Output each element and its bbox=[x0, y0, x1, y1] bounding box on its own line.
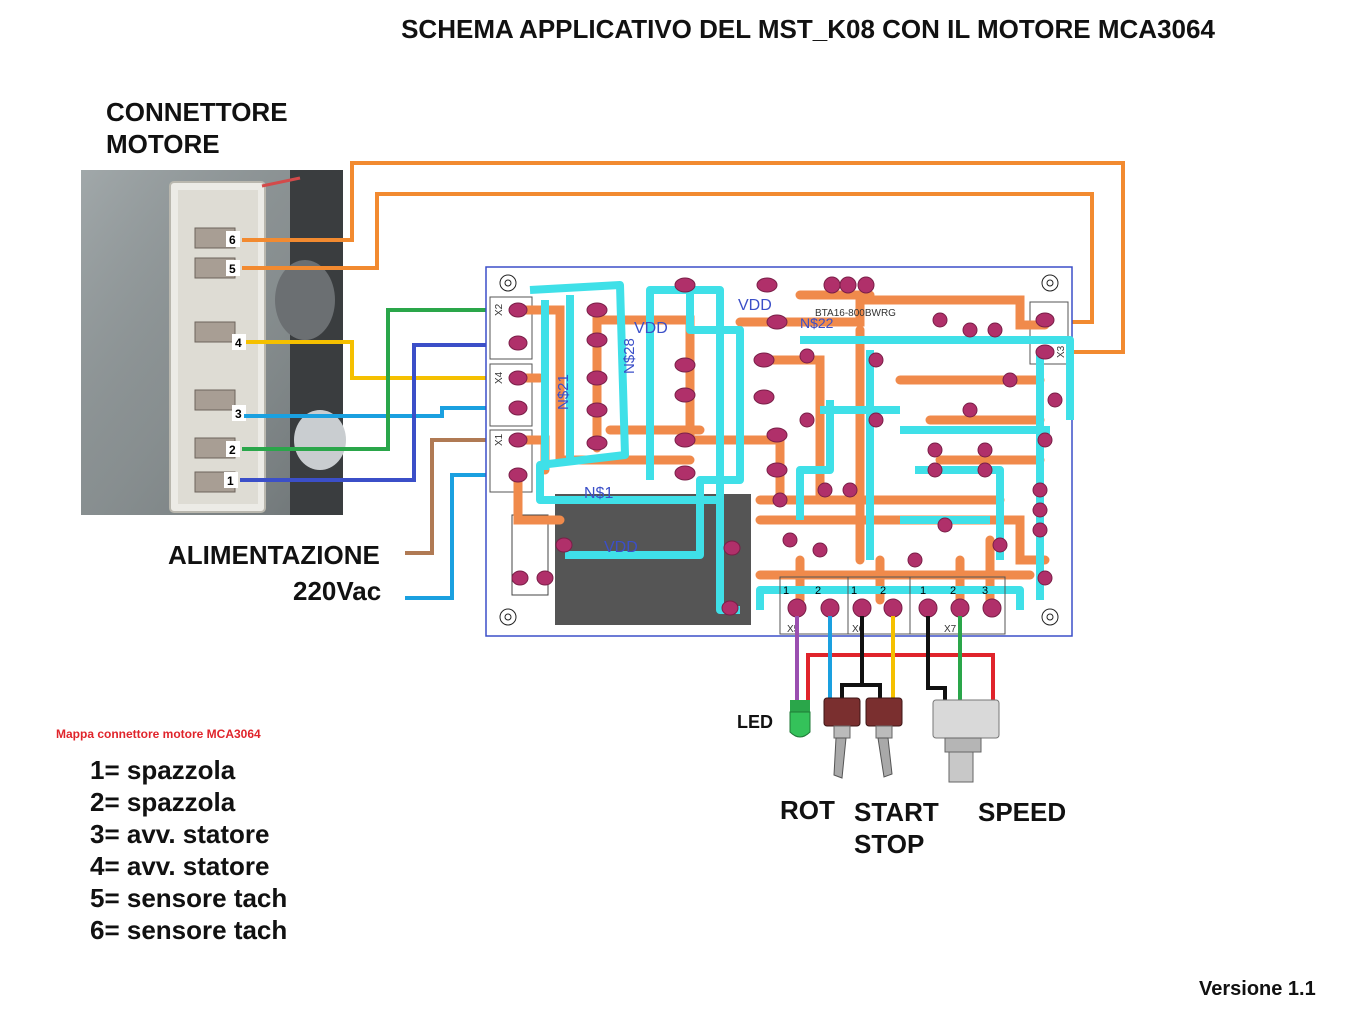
label-ns21: N$21 bbox=[555, 374, 572, 410]
speed-potentiometer-icon bbox=[932, 699, 1000, 783]
motor-wires bbox=[240, 161, 1125, 600]
start-stop-label: START STOP bbox=[854, 796, 939, 860]
terminal-num-x6-1: 1 bbox=[851, 585, 857, 597]
pcb-board: VDD VDD VDD N$1 N$22 N$21 N$28 BTA16-800… bbox=[485, 266, 1074, 637]
terminal-num-x6-2: 2 bbox=[880, 585, 886, 597]
map-item-2: 2= spazzola bbox=[90, 787, 236, 817]
label-x4: X4 bbox=[494, 371, 505, 384]
label-vdd-1: VDD bbox=[634, 320, 668, 337]
connector-heading-line1: CONNETTORE bbox=[106, 97, 288, 127]
map-item-6: 6= sensore tach bbox=[90, 915, 288, 945]
control-wires bbox=[795, 616, 995, 700]
label-x1: X1 bbox=[494, 433, 505, 446]
pin-5-label: 5 bbox=[229, 262, 236, 276]
power-label-line2: 220Vac bbox=[293, 576, 382, 606]
pin-4-label: 4 bbox=[235, 336, 242, 350]
wire-power-brown bbox=[405, 438, 500, 555]
terminal-num-x5-1: 1 bbox=[783, 585, 789, 597]
page-title: SCHEMA APPLICATIVO DEL MST_K08 CON IL MO… bbox=[401, 14, 1215, 44]
power-label-line1: ALIMENTAZIONE bbox=[168, 540, 380, 570]
board-labels: VDD VDD VDD N$1 N$22 N$21 N$28 BTA16-800… bbox=[555, 297, 896, 556]
terminal-num-x7-1: 1 bbox=[920, 585, 926, 597]
map-item-3: 3= avv. statore bbox=[90, 819, 270, 849]
version-label: Versione 1.1 bbox=[1199, 978, 1316, 1000]
pin-2-label: 2 bbox=[229, 443, 236, 457]
label-x6: X6 bbox=[852, 624, 865, 635]
wire-red bbox=[806, 653, 995, 700]
bottom-terminals: 1 2 1 2 1 2 3 bbox=[779, 576, 1006, 635]
connector-heading: CONNETTORE MOTORE bbox=[106, 96, 288, 160]
pin-3-label: 3 bbox=[235, 407, 242, 421]
label-x5: X5 bbox=[787, 624, 800, 635]
wire-pin4-yellow bbox=[246, 340, 500, 380]
label-x7: X7 bbox=[944, 624, 957, 635]
connector-pin-labels: 6 5 4 3 2 1 bbox=[224, 231, 246, 488]
label-vdd-2: VDD bbox=[738, 297, 772, 314]
label-vdd-3: VDD bbox=[604, 539, 638, 556]
connector-ids: X2 X4 X1 X3 X5 X6 X7 bbox=[494, 303, 1067, 635]
label-ns28: N$28 bbox=[621, 338, 638, 374]
wire-pin3-blue bbox=[244, 406, 500, 418]
terminal-num-x5-2: 2 bbox=[815, 585, 821, 597]
label-x3: X3 bbox=[1056, 345, 1067, 358]
led-icon bbox=[789, 700, 811, 738]
label-bta: BTA16-800BWRG bbox=[815, 308, 896, 319]
led-label: LED bbox=[737, 712, 773, 732]
wire-pin1-blue bbox=[240, 343, 500, 482]
cyan-traces bbox=[529, 281, 1074, 614]
start-stop-switch-icon bbox=[865, 697, 903, 778]
wire-pin5-orange bbox=[242, 192, 1094, 324]
stop-label: STOP bbox=[854, 829, 925, 859]
wire-pin6-orange bbox=[242, 161, 1125, 354]
rot-switch-icon bbox=[823, 697, 861, 779]
rot-label: ROT bbox=[780, 795, 835, 825]
connector-photo bbox=[81, 170, 346, 515]
wire-pot-black bbox=[926, 616, 947, 700]
map-title: Mappa connettore motore MCA3064 bbox=[56, 727, 261, 741]
map-list: 1= spazzola 2= spazzola 3= avv. statore … bbox=[90, 754, 287, 946]
connector-heading-line2: MOTORE bbox=[106, 129, 220, 159]
label-x2: X2 bbox=[494, 303, 505, 316]
wire-pin2-green bbox=[242, 308, 500, 451]
terminal-num-x7-3: 3 bbox=[982, 585, 988, 597]
pin-6-label: 6 bbox=[229, 233, 236, 247]
terminal-num-x7-2: 2 bbox=[950, 585, 956, 597]
map-item-4: 4= avv. statore bbox=[90, 851, 270, 881]
pads bbox=[508, 276, 1063, 616]
map-item-5: 5= sensore tach bbox=[90, 883, 288, 913]
orange-traces bbox=[513, 290, 1050, 605]
map-item-1: 1= spazzola bbox=[90, 755, 236, 785]
speed-label: SPEED bbox=[978, 797, 1067, 827]
pin-1-label: 1 bbox=[227, 474, 234, 488]
wire-power-blue bbox=[405, 473, 500, 600]
label-ns22: N$22 bbox=[800, 315, 834, 331]
label-ns1: N$1 bbox=[584, 485, 613, 502]
start-label: START bbox=[854, 797, 939, 827]
